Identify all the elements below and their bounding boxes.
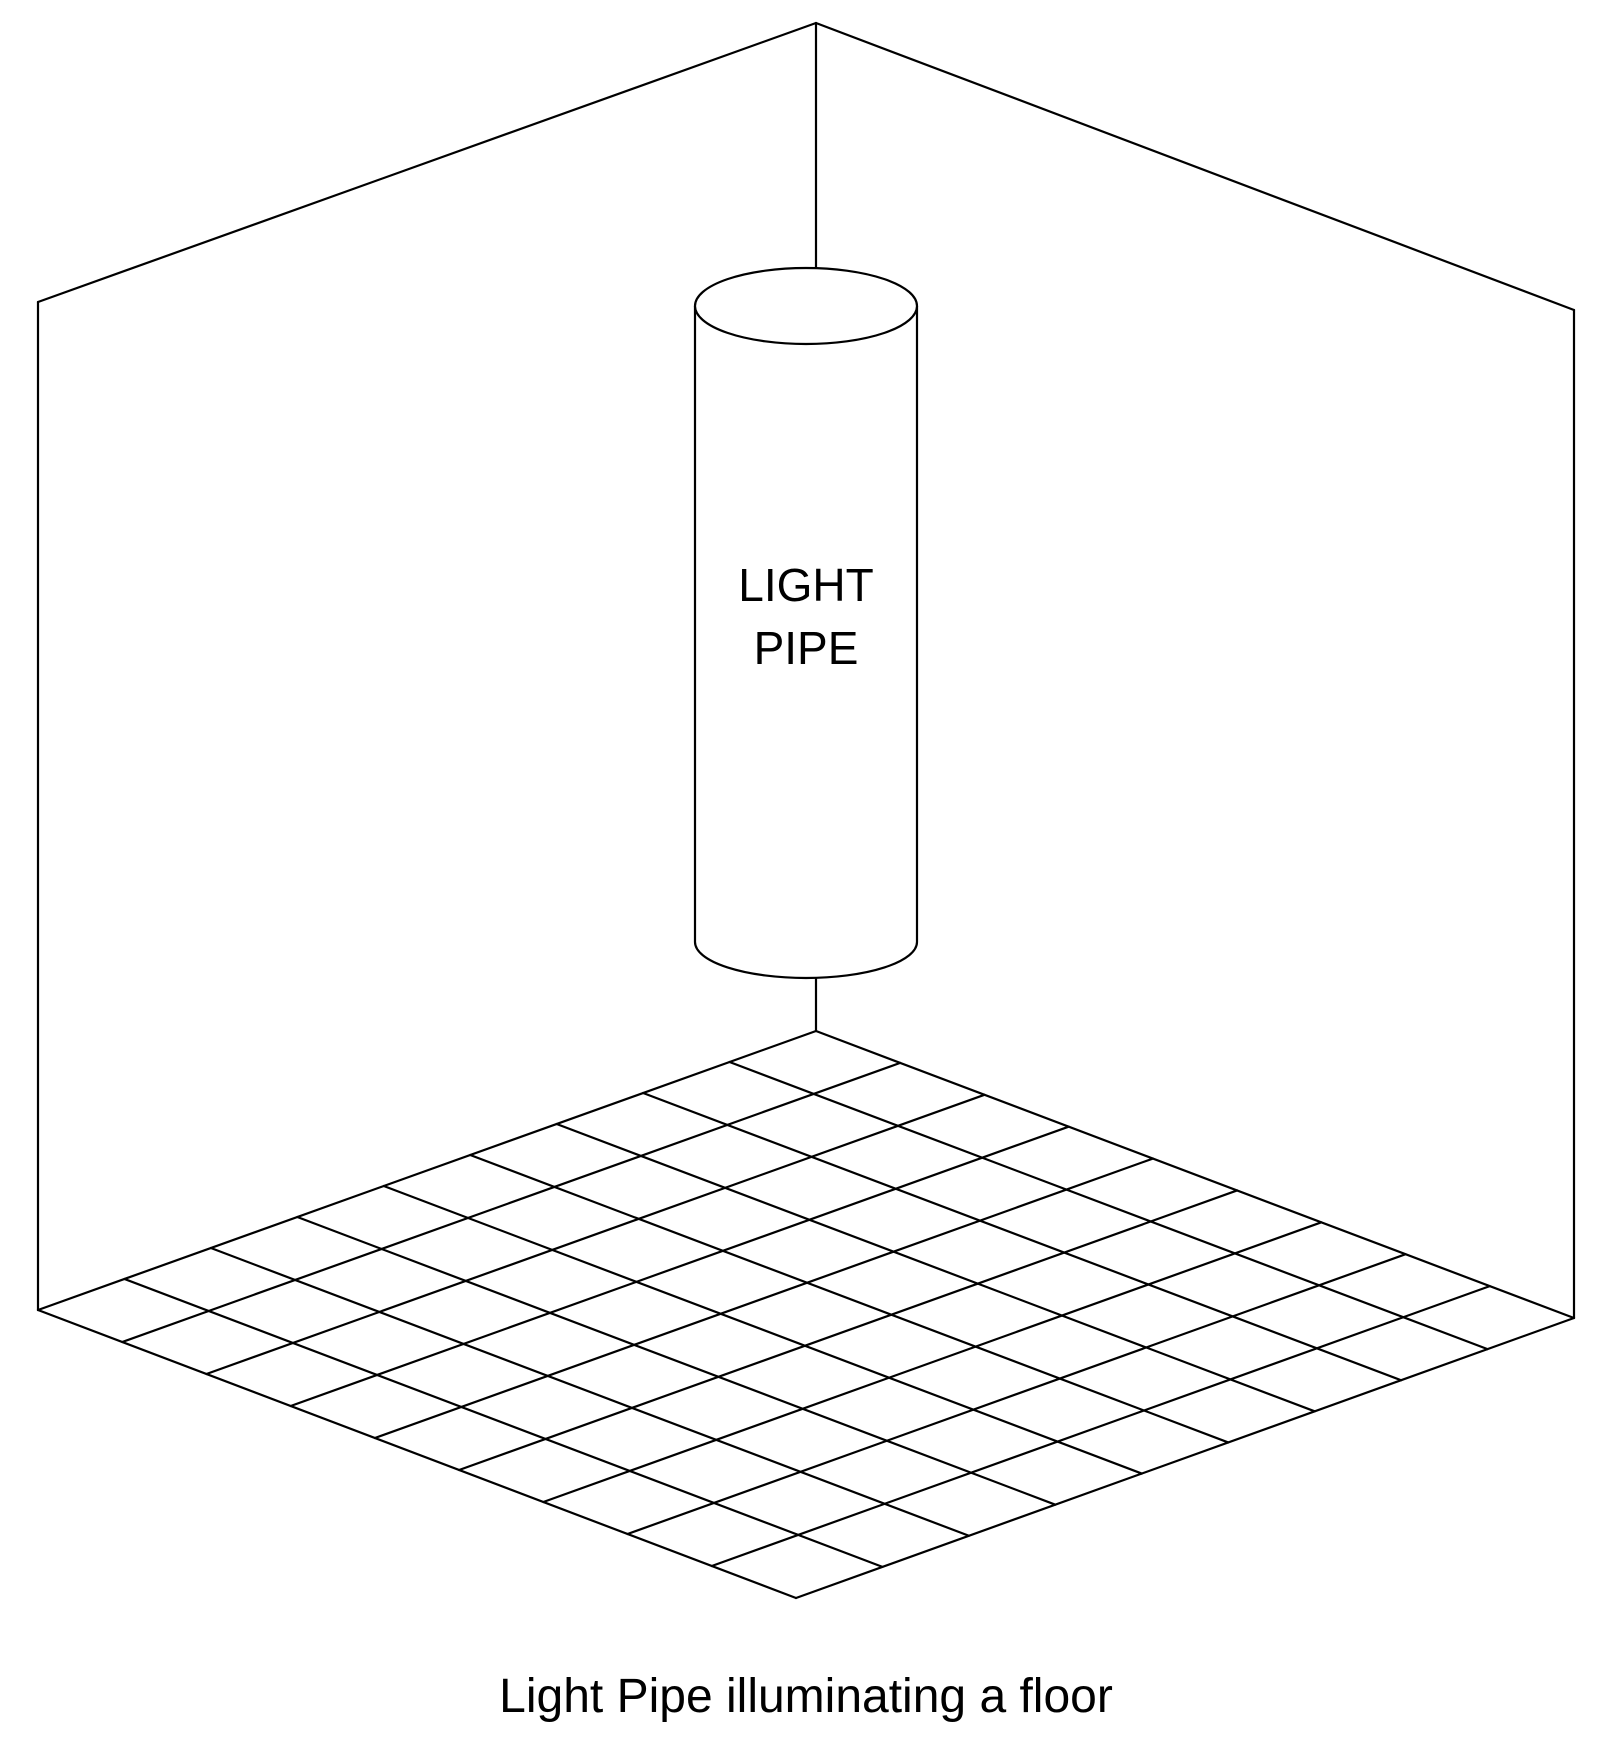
floor-grid-line-a-1 — [728, 1060, 1489, 1351]
floor-grid-line-a-3 — [555, 1122, 1316, 1413]
floor-grid-line-a-2 — [642, 1091, 1403, 1382]
floor-grid-line-a-9 — [36, 1308, 798, 1600]
floor-grid-line-a-4 — [469, 1153, 1230, 1444]
floor-grid-line-b-8 — [710, 1285, 1491, 1568]
right-wall-top-edge — [814, 21, 1576, 312]
floor-grid-line-b-2 — [205, 1093, 986, 1376]
floor-grid-line-b-7 — [626, 1253, 1407, 1536]
diagram-caption: Light Pipe illuminating a floor — [499, 1670, 1113, 1723]
light-pipe: LIGHT PIPE — [693, 266, 919, 980]
floor-grid-line-a-0 — [814, 1029, 1576, 1320]
floor-tile-grid — [36, 1029, 1576, 1600]
floor-grid-line-b-9 — [794, 1316, 1576, 1600]
floor-grid-line-a-6 — [296, 1215, 1057, 1506]
floor-grid-line-b-5 — [458, 1189, 1239, 1472]
floor-grid-line-b-0 — [36, 1029, 818, 1312]
floor-grid-line-b-4 — [373, 1157, 1154, 1440]
light-pipe-top-cap — [693, 266, 919, 346]
floor-grid-line-b-1 — [121, 1061, 902, 1344]
floor-grid-line-a-5 — [382, 1184, 1143, 1475]
floor-grid-line-a-7 — [209, 1246, 970, 1537]
light-pipe-label-line2: PIPE — [754, 622, 859, 674]
floor-grid-line-a-8 — [123, 1277, 884, 1568]
light-pipe-label-line1: LIGHT — [738, 559, 873, 611]
floor-grid-line-b-6 — [542, 1221, 1323, 1504]
light-pipe-body — [693, 306, 919, 980]
room-walls — [36, 21, 1576, 1320]
floor-grid-line-b-3 — [289, 1125, 1070, 1408]
left-wall-top-edge — [36, 21, 818, 304]
